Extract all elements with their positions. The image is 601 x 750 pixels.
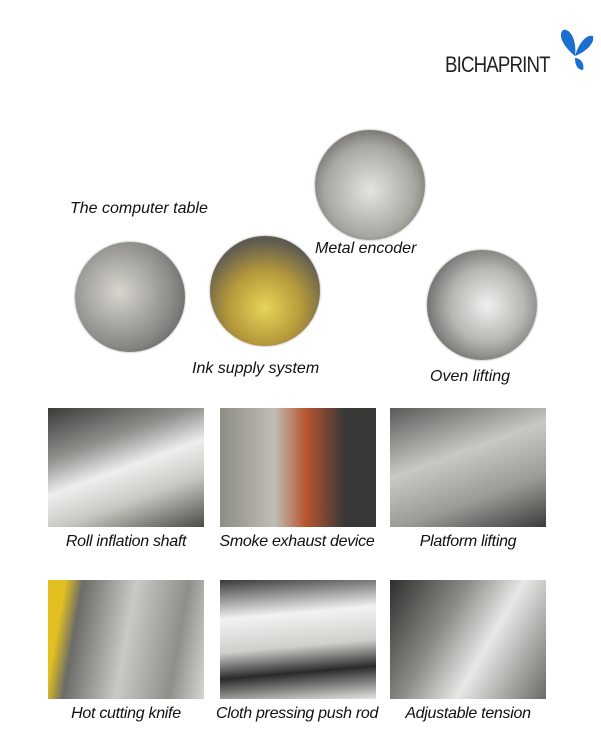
circle-label: Ink supply system bbox=[192, 360, 320, 377]
grid-caption: Adjustable tension bbox=[405, 705, 531, 722]
butterfly-logo-icon bbox=[560, 29, 594, 70]
grid-caption: Smoke exhaust device bbox=[219, 533, 375, 550]
computer-table-photo bbox=[75, 242, 185, 352]
circle-label: Metal encoder bbox=[315, 240, 417, 257]
metal-encoder-photo bbox=[315, 130, 425, 240]
adjustable-tension-photo bbox=[390, 580, 546, 699]
grid-caption: Hot cutting knife bbox=[71, 705, 181, 722]
hot-cutting-knife-photo bbox=[48, 580, 204, 699]
ink-supply-photo bbox=[210, 236, 320, 346]
grid-caption: Platform lifting bbox=[419, 533, 517, 550]
platform-lifting-photo bbox=[390, 408, 546, 527]
grid-caption: Cloth pressing push rod bbox=[215, 705, 379, 722]
grid-caption: Roll inflation shaft bbox=[65, 533, 187, 550]
oven-lifting-photo bbox=[427, 250, 537, 360]
brand-name: BICHAPRINT bbox=[445, 52, 551, 77]
circle-label: The computer table bbox=[70, 200, 208, 217]
smoke-exhaust-photo bbox=[220, 408, 376, 527]
roll-inflation-shaft-photo bbox=[48, 408, 204, 527]
circle-label: Oven lifting bbox=[430, 368, 511, 385]
cloth-pressing-rod-photo bbox=[220, 580, 376, 699]
brand-logo: BICHAPRINT bbox=[445, 28, 595, 83]
